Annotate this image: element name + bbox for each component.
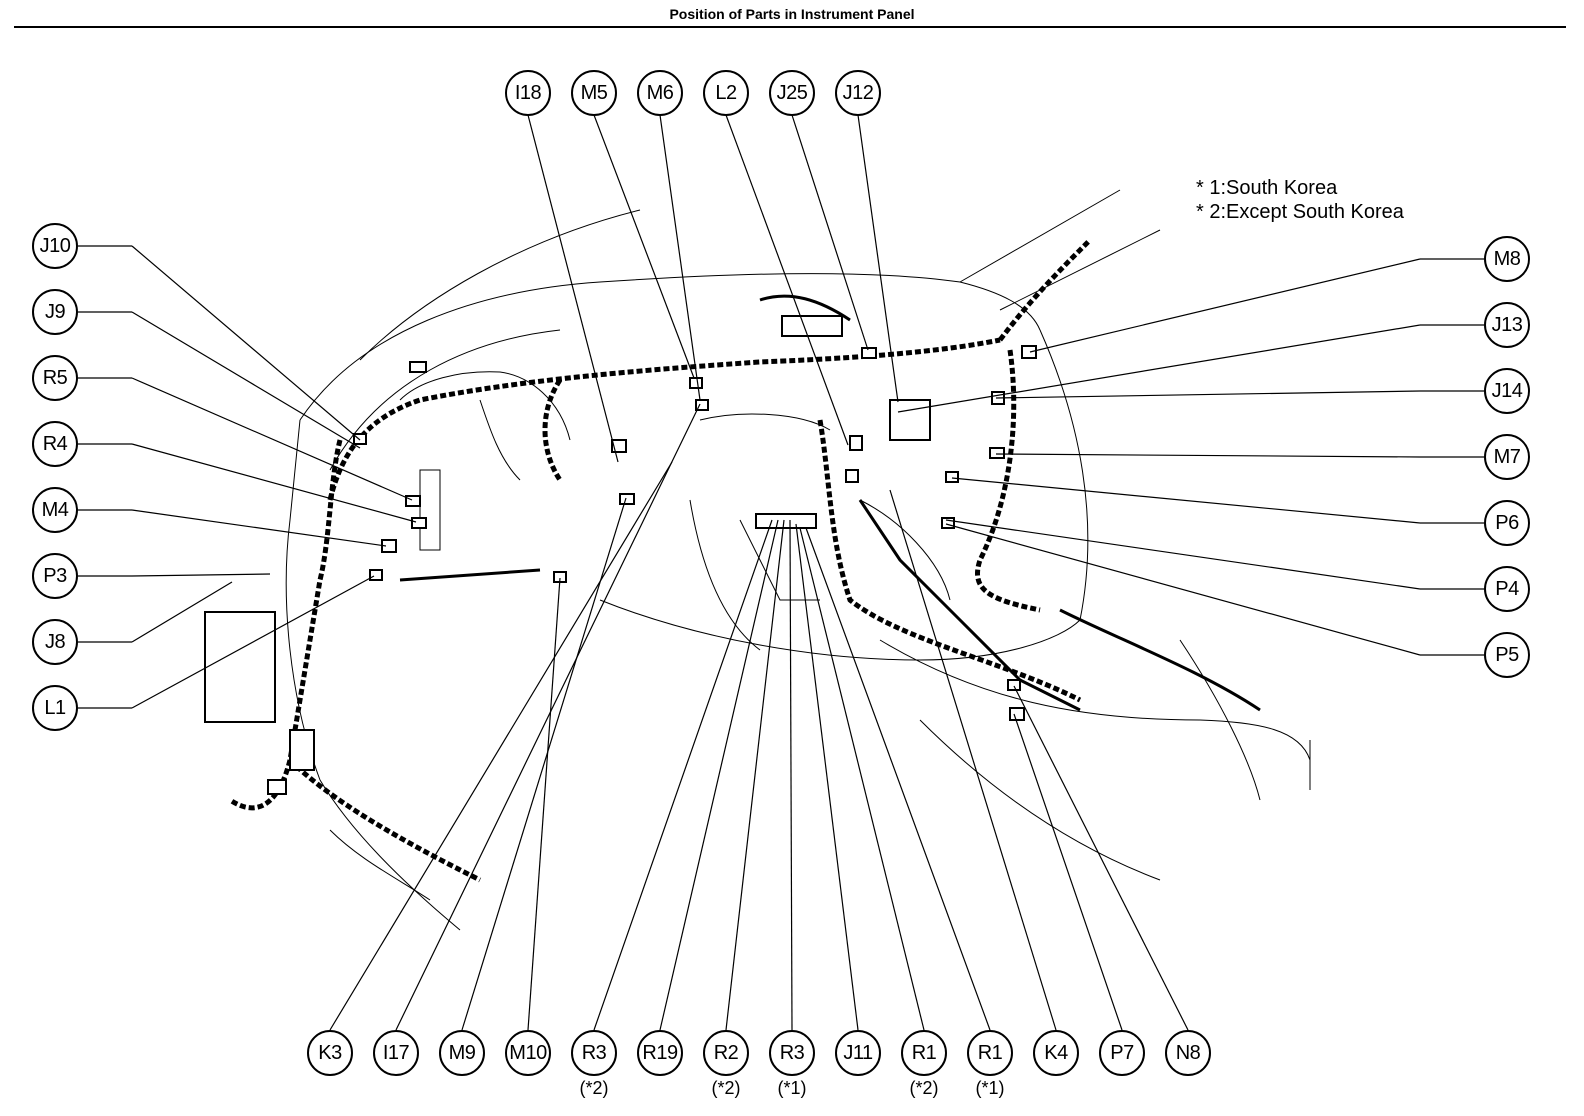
connector-blocks	[204, 315, 1037, 795]
note-south-korea: * 1:South Korea	[1196, 177, 1338, 199]
wire-harness	[228, 238, 1092, 883]
title-rule	[14, 26, 1566, 28]
callout-l1[interactable]: L1	[32, 685, 78, 731]
callout-j11[interactable]: J11	[835, 1030, 881, 1076]
region-note-r3-except-korea: (*2)	[579, 1078, 609, 1098]
note-except-south-korea: * 2:Except South Korea	[1196, 201, 1404, 223]
callout-j13[interactable]: J13	[1484, 302, 1530, 348]
callout-k3[interactable]: K3	[307, 1030, 353, 1076]
wire-branches	[399, 294, 1261, 712]
region-note-r1-except-korea: (*2)	[909, 1078, 939, 1098]
callout-m4[interactable]: M4	[32, 487, 78, 533]
callout-r1-korea[interactable]: R1	[967, 1030, 1013, 1076]
callout-i18[interactable]: I18	[505, 70, 551, 116]
callout-i17[interactable]: I17	[373, 1030, 419, 1076]
panel-outline	[285, 189, 1311, 931]
callout-r3-except-korea[interactable]: R3	[571, 1030, 617, 1076]
callout-n8[interactable]: N8	[1165, 1030, 1211, 1076]
callout-m9[interactable]: M9	[439, 1030, 485, 1076]
callout-l2[interactable]: L2	[703, 70, 749, 116]
leader-lines	[78, 114, 1484, 1031]
callout-m10[interactable]: M10	[505, 1030, 551, 1076]
callout-p3[interactable]: P3	[32, 553, 78, 599]
callout-m8[interactable]: M8	[1484, 236, 1530, 282]
callout-j9[interactable]: J9	[32, 289, 78, 335]
callout-j8[interactable]: J8	[32, 619, 78, 665]
callout-p4[interactable]: P4	[1484, 566, 1530, 612]
region-note-r3-korea: (*1)	[777, 1078, 807, 1098]
callout-j10[interactable]: J10	[32, 223, 78, 269]
callout-p7[interactable]: P7	[1099, 1030, 1145, 1076]
callout-m6[interactable]: M6	[637, 70, 683, 116]
callout-p6[interactable]: P6	[1484, 500, 1530, 546]
region-note-r1-korea: (*1)	[975, 1078, 1005, 1098]
page-title: Position of Parts in Instrument Panel	[669, 6, 915, 22]
callout-r19[interactable]: R19	[637, 1030, 683, 1076]
callout-r2[interactable]: R2	[703, 1030, 749, 1076]
callout-m5[interactable]: M5	[571, 70, 617, 116]
callout-m7[interactable]: M7	[1484, 434, 1530, 480]
callout-r1-except-korea[interactable]: R1	[901, 1030, 947, 1076]
callout-r4[interactable]: R4	[32, 421, 78, 467]
callout-j12[interactable]: J12	[835, 70, 881, 116]
callout-j25[interactable]: J25	[769, 70, 815, 116]
callout-r5[interactable]: R5	[32, 355, 78, 401]
region-note-r2: (*2)	[711, 1078, 741, 1098]
callout-j14[interactable]: J14	[1484, 368, 1530, 414]
callout-r3-korea[interactable]: R3	[769, 1030, 815, 1076]
callout-k4[interactable]: K4	[1033, 1030, 1079, 1076]
callout-p5[interactable]: P5	[1484, 632, 1530, 678]
